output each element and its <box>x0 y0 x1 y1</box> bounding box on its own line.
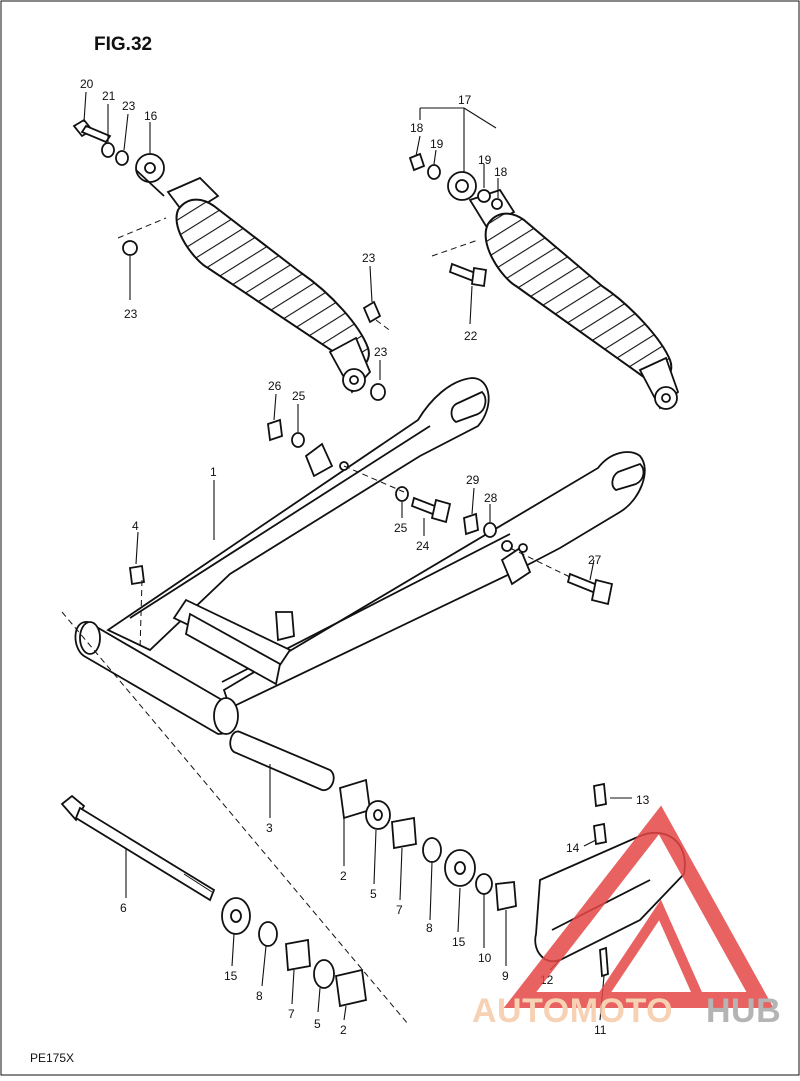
callout-11: 11 <box>594 1023 607 1037</box>
left-shock-absorber <box>135 153 372 394</box>
callout-17: 17 <box>458 93 472 107</box>
callout-3: 3 <box>266 821 273 835</box>
collar-23-right <box>362 300 382 324</box>
washer-25-lower <box>395 486 409 502</box>
callout-23-mid: 23 <box>362 251 376 265</box>
spacer-3 <box>229 730 335 791</box>
collar-23-lower <box>122 240 138 256</box>
callout-23-bottom: 23 <box>374 345 388 359</box>
clip-11 <box>599 946 609 978</box>
callout-15-right: 15 <box>452 935 466 949</box>
callout-24: 24 <box>416 539 430 553</box>
right-shock-absorber <box>408 152 680 410</box>
watermark: AUTOMOTO HUB <box>472 805 781 1030</box>
nut-18-left <box>408 152 426 172</box>
callout-28: 28 <box>484 491 498 505</box>
bolt-20-shank <box>80 124 112 144</box>
callout-9: 9 <box>502 969 509 983</box>
callout-26: 26 <box>268 379 282 393</box>
callout-21: 21 <box>102 89 116 103</box>
callout-2-lower: 2 <box>340 1023 347 1037</box>
callout-7-lower: 7 <box>288 1007 295 1021</box>
nut-26 <box>267 418 283 442</box>
screw-13 <box>593 782 607 808</box>
callout-14: 14 <box>566 841 580 855</box>
callout-20: 20 <box>80 77 94 91</box>
callout-25-upper: 25 <box>292 389 306 403</box>
callout-8-lower: 8 <box>256 989 263 1003</box>
bolt-22-head <box>470 266 488 288</box>
pivot-components <box>60 730 517 1008</box>
nut-29 <box>463 512 479 536</box>
washer-8-upper <box>422 837 442 863</box>
callout-18-left: 18 <box>410 121 424 135</box>
callout-6: 6 <box>120 901 127 915</box>
callout-1: 1 <box>210 465 217 479</box>
bolt-24-head <box>430 498 452 524</box>
callout-19-right: 19 <box>478 153 492 167</box>
callout-7-upper: 7 <box>396 903 403 917</box>
callout-labels: 20 21 23 16 23 23 23 17 18 19 19 18 22 2… <box>80 77 650 1037</box>
callout-15-left: 15 <box>224 969 238 983</box>
washer-21 <box>101 142 115 158</box>
callout-5-upper: 5 <box>370 887 377 901</box>
callout-4: 4 <box>132 519 139 533</box>
washer-8-lower <box>258 921 278 947</box>
collar-23-bottom <box>370 383 386 401</box>
callout-25-lower: 25 <box>394 521 408 535</box>
watermark-text-primary: AUTOMOTO <box>472 992 673 1030</box>
washer-25-upper <box>291 432 305 448</box>
callout-29: 29 <box>466 473 480 487</box>
callout-27: 27 <box>588 553 602 567</box>
swing-arm-hardware <box>267 418 614 606</box>
callout-23-top: 23 <box>122 99 136 113</box>
washer-28 <box>483 522 497 538</box>
left-shock-top-hardware <box>72 118 386 401</box>
bolt-27-head <box>590 578 614 606</box>
callout-23-left: 23 <box>124 307 138 321</box>
collar-7-upper <box>391 816 417 850</box>
washer-5-lower <box>313 959 335 989</box>
callout-16: 16 <box>144 109 158 123</box>
bearing-2-lower <box>334 968 368 1008</box>
watermark-text-secondary: HUB <box>706 992 781 1030</box>
callout-22: 22 <box>464 329 478 343</box>
callout-19-left: 19 <box>430 137 444 151</box>
leader-lines <box>83 91 632 1021</box>
bolt-6-shank <box>74 806 216 902</box>
grease-nipple-4 <box>128 564 146 586</box>
collar-14 <box>593 822 607 846</box>
nut-18-right <box>491 198 503 210</box>
model-code: PE175X <box>30 1051 74 1065</box>
callout-10: 10 <box>478 951 492 965</box>
callout-2-upper: 2 <box>340 869 347 883</box>
nut-9 <box>495 881 517 912</box>
collar-23-top <box>115 150 129 166</box>
callout-5-lower: 5 <box>314 1017 321 1031</box>
alignment-lines <box>61 217 573 1025</box>
callout-8-upper: 8 <box>426 921 433 935</box>
figure-title: FIG.32 <box>94 34 152 55</box>
washer-19-left <box>427 164 441 180</box>
callout-13: 13 <box>636 793 650 807</box>
collar-7-lower <box>285 938 311 972</box>
callout-18-right: 18 <box>494 165 508 179</box>
swing-arm <box>74 377 646 735</box>
washer-19-right <box>477 189 491 203</box>
washer-10 <box>475 873 493 895</box>
